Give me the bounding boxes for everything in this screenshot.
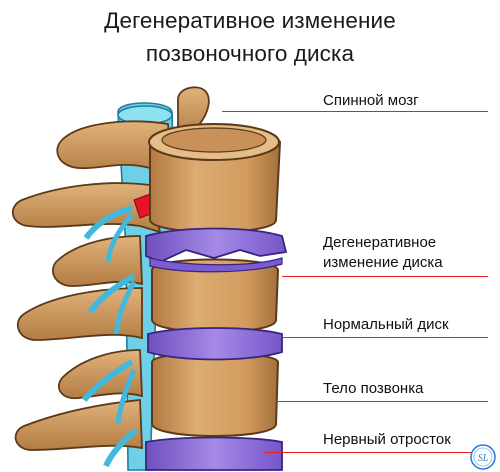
diagram-title-line-2: позвоночного диска: [145, 41, 355, 66]
leader-line-spinal-cord: [222, 111, 488, 113]
leader-line-degenerative: [282, 276, 488, 278]
leader-line-vertebra-body: [276, 401, 488, 403]
leader-line-normal-disc: [282, 337, 488, 339]
label-degenerative-line-1: Дегенеративное: [323, 234, 437, 251]
degenerated-disc: [145, 227, 288, 263]
site-logo-seal-icon: SL: [470, 444, 496, 470]
spinous-processes: [12, 120, 174, 451]
nerve-roots: [81, 205, 138, 468]
label-spinal-cord: Спинной мозг: [323, 92, 419, 109]
normal-disc: [147, 327, 283, 361]
label-normal-disc: Нормальный диск: [323, 316, 449, 333]
diagram-title-line-1: Дегенеративное изменение: [104, 8, 396, 33]
vertebral-bodies: [148, 123, 282, 437]
label-degenerative-line-2: изменение диска: [323, 254, 443, 271]
label-vertebra-body: Тело позвонка: [323, 380, 424, 397]
label-nerve-root: Нервный отросток: [323, 431, 451, 448]
leader-line-nerve-root: [264, 452, 488, 454]
svg-text:SL: SL: [478, 453, 489, 464]
